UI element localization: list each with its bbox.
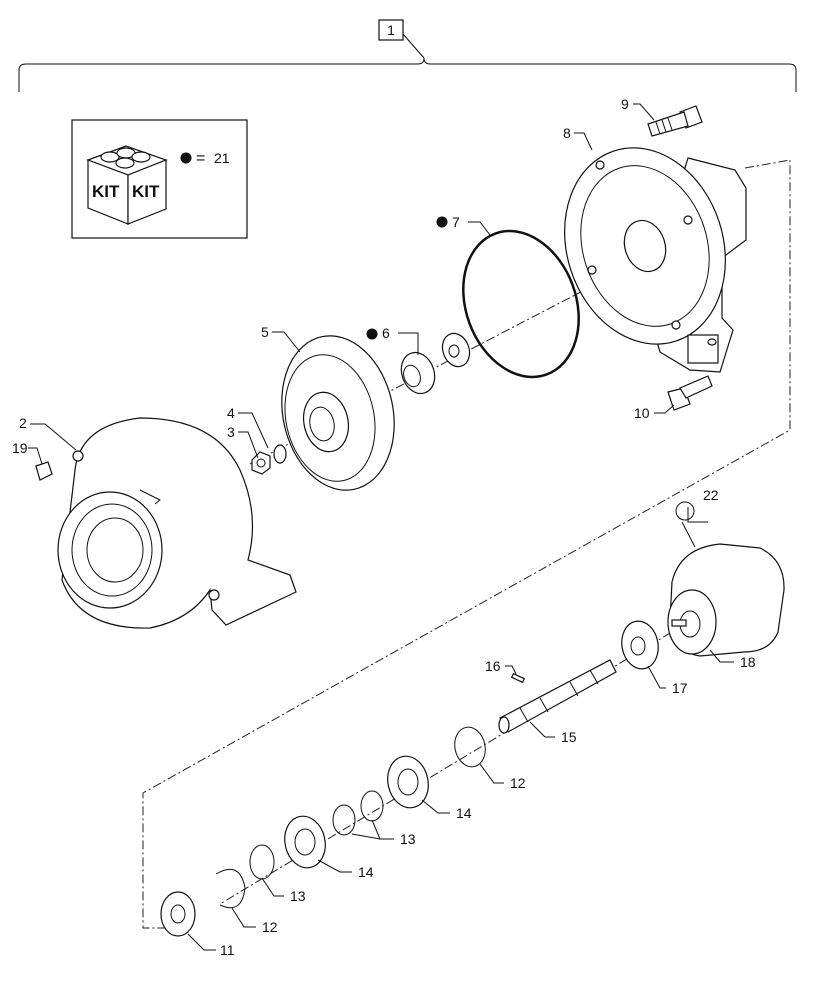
assembly-callout-box: [378, 19, 404, 41]
callout-9: 9: [621, 96, 629, 112]
assembly-callout-label: 1: [387, 22, 395, 38]
washer-4: [273, 444, 287, 464]
callout-14a: 14: [456, 805, 472, 821]
kit-dot-7-icon: [436, 216, 448, 228]
pump-volute-2: [57, 417, 297, 629]
callout-16: 16: [485, 658, 501, 674]
callout-19: 19: [12, 440, 28, 456]
nut-3: [251, 451, 271, 475]
callout-15: 15: [561, 729, 577, 745]
callout-3: 3: [227, 424, 235, 440]
callout-7: 7: [452, 214, 460, 230]
callout-13a: 13: [290, 888, 306, 904]
kit-legend: KIT KIT = 21: [71, 119, 248, 239]
bearing-housing: [564, 147, 747, 373]
washer-11: [160, 891, 196, 937]
bolt-10: [667, 375, 713, 411]
callout-13b: 13: [400, 831, 416, 847]
kit-dot-icon: [180, 152, 192, 164]
gear-pump-18: [667, 543, 785, 657]
assembly-bracket: 1: [18, 19, 797, 92]
callout-11: 11: [220, 942, 235, 958]
callout-17: 17: [672, 680, 688, 696]
snap-ring-12a: [454, 726, 486, 768]
bearing-14a: [387, 755, 429, 809]
kit-label-left: KIT: [92, 182, 120, 201]
bolt-9: [647, 105, 703, 137]
key-16: [510, 672, 526, 684]
callout-10: 10: [634, 405, 650, 421]
callout-12a: 12: [510, 775, 526, 791]
callout-labels: 2 3 4 5 6 7 8 9 10 11 12 12 13 13 14 14 …: [12, 96, 756, 958]
snap-ring-12b: [215, 868, 246, 909]
circlip-13b: [360, 790, 384, 822]
o-ring-7: [462, 229, 580, 379]
callout-22: 22: [703, 487, 719, 503]
impeller-5: [281, 335, 395, 491]
spacer-17: [621, 620, 659, 670]
callout-4: 4: [227, 405, 235, 421]
callout-2: 2: [19, 415, 27, 431]
callout-8: 8: [563, 125, 571, 141]
kit-equals: =: [196, 150, 205, 167]
seal-6: [400, 332, 471, 395]
callout-14b: 14: [358, 864, 374, 880]
circlip-13a: [332, 804, 356, 836]
kit-dot-6-icon: [366, 328, 378, 340]
ring-marker-22: [675, 501, 695, 521]
callout-12b: 12: [262, 919, 278, 935]
shaft-15: [498, 659, 617, 734]
leader-lines: [28, 103, 734, 951]
callout-18: 18: [740, 654, 756, 670]
kit-box-icon: KIT KIT: [86, 145, 168, 225]
bearing-14b: [284, 815, 326, 869]
circlip-13c: [249, 844, 275, 880]
plug-19: [35, 461, 53, 481]
kit-label-right: KIT: [132, 182, 160, 201]
kit-item-number: 21: [214, 150, 230, 166]
callout-5: 5: [261, 324, 269, 340]
callout-6: 6: [382, 325, 390, 341]
